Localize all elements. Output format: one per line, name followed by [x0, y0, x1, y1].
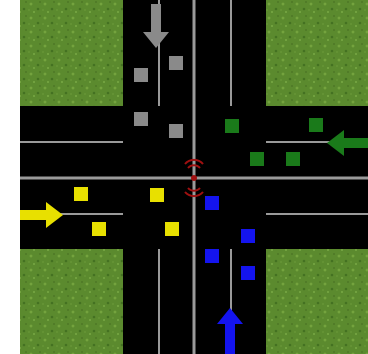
vehicle	[165, 222, 179, 236]
vehicle	[309, 118, 323, 132]
vehicle	[150, 188, 164, 202]
vehicle	[241, 229, 255, 243]
vehicle	[169, 124, 183, 138]
grass-bottom-left	[20, 249, 123, 354]
vehicle	[205, 249, 219, 263]
vehicle	[74, 187, 88, 201]
vehicle	[286, 152, 300, 166]
vehicle	[225, 119, 239, 133]
vehicle	[205, 196, 219, 210]
vehicle	[134, 112, 148, 126]
grass-top-right	[266, 0, 368, 106]
vehicle	[250, 152, 264, 166]
vehicle	[241, 266, 255, 280]
vehicle	[92, 222, 106, 236]
vehicle	[134, 68, 148, 82]
grass-top-left	[20, 0, 123, 106]
grass-bottom-right	[266, 249, 368, 354]
vehicle	[169, 56, 183, 70]
